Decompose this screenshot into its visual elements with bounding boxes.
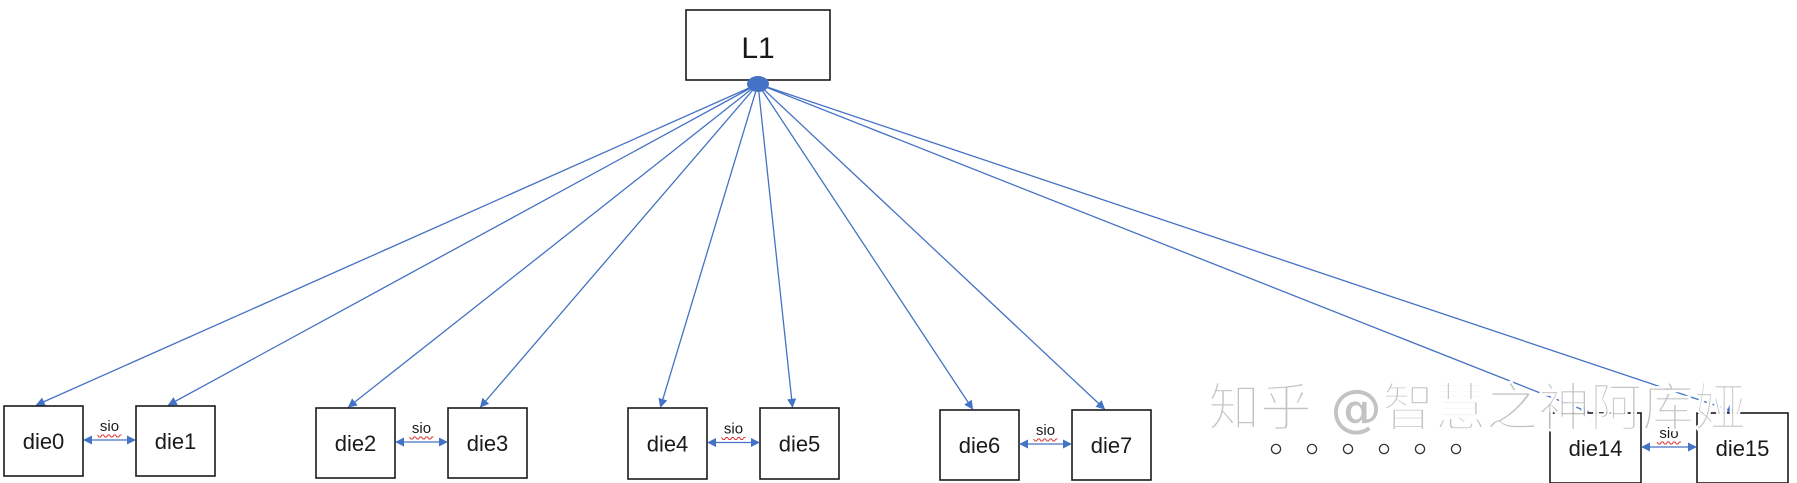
connector-die1 [167,83,759,406]
ellipsis-dot [1450,443,1462,455]
sio-label: sio [724,421,743,438]
die-box [939,409,1020,481]
die-node-die7: die7 [1071,409,1152,481]
connector-die3 [479,83,759,408]
die-label: die7 [1091,433,1133,458]
die-node-die15: die15 [1696,412,1789,483]
die-label: die4 [647,432,689,457]
die-label: die15 [1716,436,1770,461]
die-node-die4: die4 [627,407,708,480]
ellipsis-dot [1342,443,1354,455]
die-node-die3: die3 [447,407,528,479]
die-label: die3 [467,431,509,456]
spellcheck-squiggle [721,437,746,440]
connector-die14 [757,83,1590,414]
connector-lines [35,83,1737,414]
ellipsis-dots: 。。。。。。 [1270,443,1462,455]
die-box [1696,412,1789,483]
die-nodes: die0 die1 die2 die3 die4 die5 die6 die7 die14 die… [3,405,1789,483]
sio-label: sio [412,420,431,437]
die-node-die14: die14 [1549,412,1642,483]
sio-label: sio [100,418,119,435]
die-node-die6: die6 [939,409,1020,481]
connector-die5 [757,83,797,408]
connector-die7 [757,83,1106,410]
die-box [447,407,528,479]
sio-label: sio [1659,425,1678,442]
die-box [315,407,396,479]
ellipsis-dot [1270,443,1282,455]
die-box [1071,409,1152,481]
ellipsis-dot [1414,443,1426,455]
die-label: die1 [155,429,197,454]
connector-die4 [658,83,759,408]
watermark-text: 知乎 @智慧之神阿库娅 [1208,379,1746,439]
die-node-die2: die2 [315,407,396,479]
root-node: L1 [685,9,831,92]
sio-link-die2-die3: sio [395,420,448,447]
sio-label: sio [1036,422,1055,439]
die-node-die5: die5 [759,407,840,480]
sio-link-die0-die1: sio [83,418,136,445]
connector-die0 [35,83,759,406]
die-label: die6 [959,433,1001,458]
die-label: die14 [1569,436,1623,461]
connector-die15 [757,83,1737,414]
die-box [759,407,840,480]
sio-links: sio sio sio sio sio [83,418,1697,452]
sio-link-die4-die5: sio [707,421,760,448]
die-label: die2 [335,431,377,456]
die-label: die5 [779,432,821,457]
die-box [3,405,84,477]
die-box [135,405,216,477]
sio-link-die6-die7: sio [1019,422,1072,449]
root-connection-point [747,76,769,92]
spellcheck-squiggle [1656,441,1681,445]
die-node-die0: die0 [3,405,84,477]
ellipsis-dot [1378,443,1390,455]
spellcheck-squiggle [409,436,434,440]
spellcheck-squiggle [1033,438,1058,442]
ellipsis-dot [1306,443,1318,455]
root-box [685,9,831,81]
die-box [1549,412,1642,483]
root-label: L1 [741,32,774,65]
spellcheck-squiggle [97,434,122,438]
connector-die2 [347,83,759,408]
die-node-die1: die1 [135,405,216,477]
die-label: die0 [23,429,65,454]
die-box [627,407,708,480]
connector-die6 [757,83,974,410]
sio-link-die14-die15: sio [1641,425,1697,452]
